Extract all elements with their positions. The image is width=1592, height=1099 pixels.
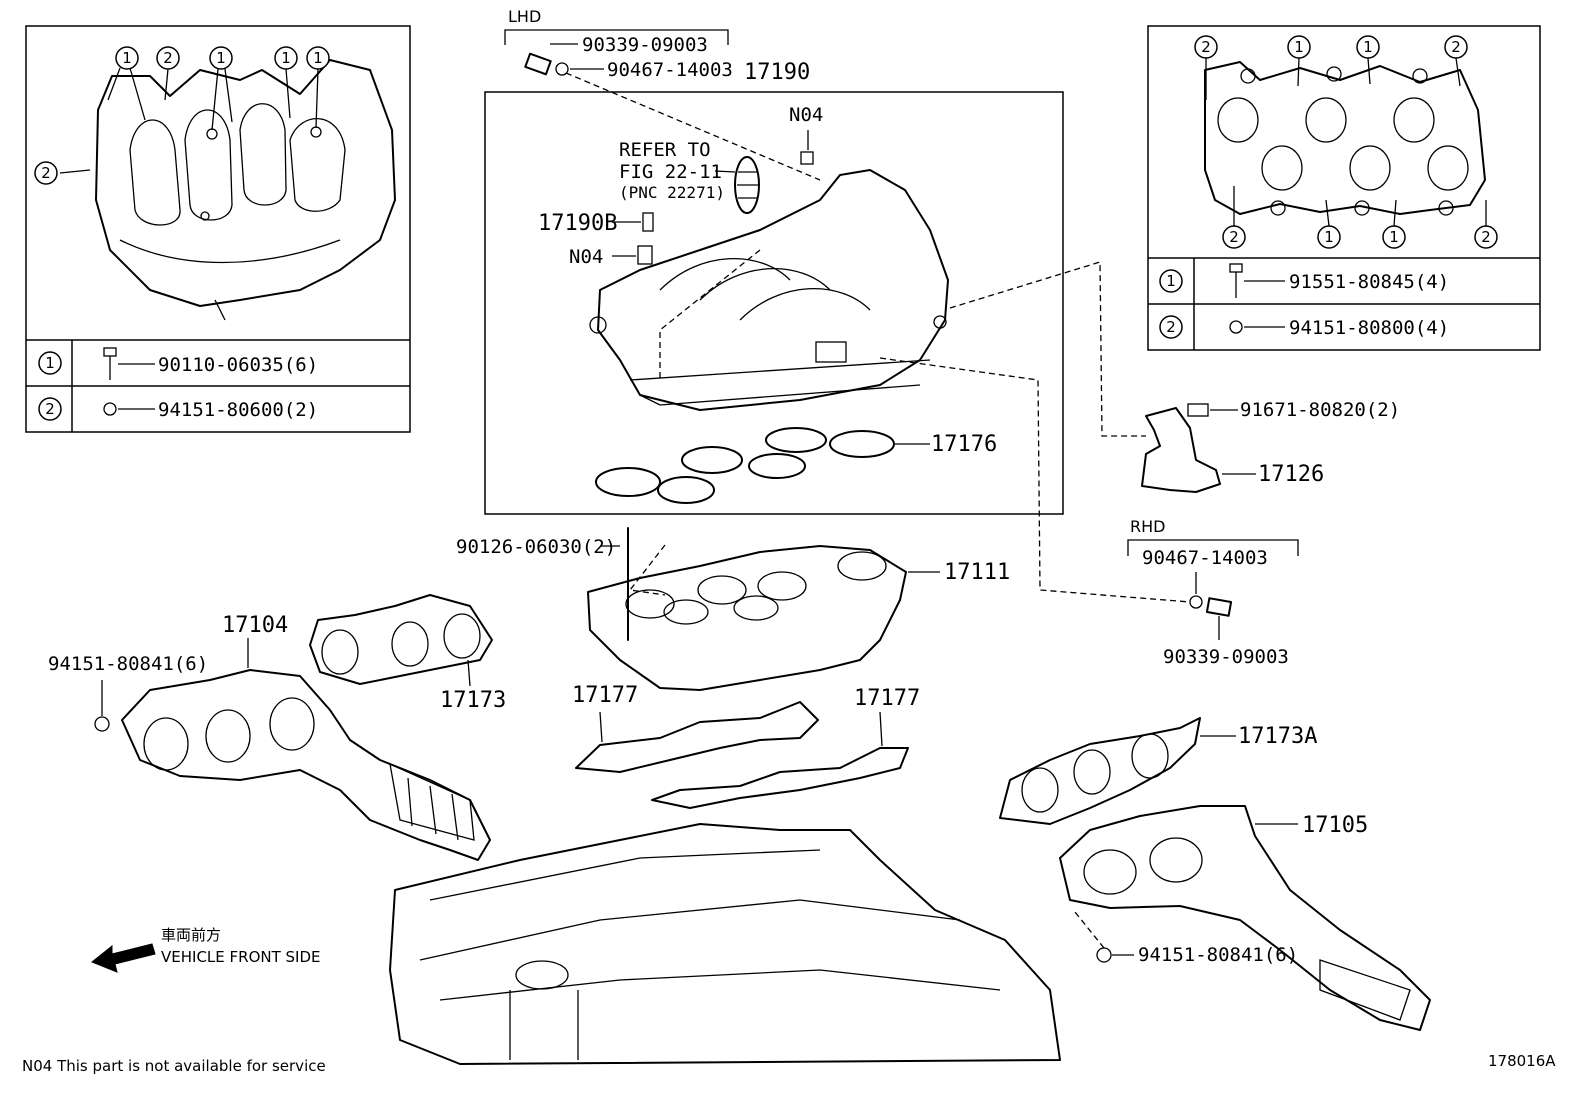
label-17173a: 17173A xyxy=(1238,724,1317,749)
label-front-en: VEHICLE FRONT SIDE xyxy=(161,948,321,966)
label-90339-rhd: 90339-09003 xyxy=(1163,646,1289,668)
label-94151-left: 94151-80841(6) xyxy=(48,653,208,675)
svg-text:2: 2 xyxy=(1201,38,1211,56)
svg-text:2: 2 xyxy=(1481,228,1491,246)
bracket-17126 xyxy=(1141,407,1221,493)
label-17190b: 17190B xyxy=(538,211,617,236)
svg-text:2: 2 xyxy=(41,164,51,182)
svg-text:2: 2 xyxy=(1166,318,1176,336)
label-front-jp: 車両前方 xyxy=(161,926,221,944)
label-17105: 17105 xyxy=(1302,813,1368,838)
label-17104: 17104 xyxy=(222,613,288,638)
right-inset-callouts: 2 1 1 2 2 1 1 2 xyxy=(1194,35,1498,249)
svg-text:91551-80845(4): 91551-80845(4) xyxy=(1289,271,1449,293)
intake-manifold-inset xyxy=(95,59,396,307)
svg-text:94151-80800(4): 94151-80800(4) xyxy=(1289,317,1449,339)
left-inset-callouts: 1 2 1 1 1 2 xyxy=(34,46,330,185)
left-legend-row-2: 2 94151-80600(2) xyxy=(38,397,318,421)
label-17177-b: 17177 xyxy=(854,686,920,711)
label-94151-right: 94151-80841(6) xyxy=(1138,944,1298,966)
exhaust-manifold-17104 xyxy=(121,669,491,861)
gasket-17177-b xyxy=(651,747,909,809)
svg-text:1: 1 xyxy=(1389,228,1399,246)
rhd-group: RHD xyxy=(1127,517,1299,640)
figure-id: 178016A xyxy=(1488,1052,1556,1070)
engine-block xyxy=(389,823,1061,1065)
svg-text:1: 1 xyxy=(45,354,55,372)
label-90126: 90126-06030(2) xyxy=(456,536,616,558)
label-17190: 17190 xyxy=(744,60,810,85)
intake-plenum-17111 xyxy=(587,545,907,691)
label-refer-3: (PNC 22271) xyxy=(619,183,725,202)
gasket-17176 xyxy=(595,427,930,504)
label-17126: 17126 xyxy=(1258,462,1324,487)
svg-text:LHD: LHD xyxy=(508,7,541,26)
label-17176: 17176 xyxy=(931,432,997,457)
svg-text:1: 1 xyxy=(1166,272,1176,290)
main-assembly-box xyxy=(484,72,1064,515)
label-17173: 17173 xyxy=(440,688,506,713)
right-legend-row-2: 2 94151-80800(4) xyxy=(1159,315,1449,339)
footnote: N04 This part is not available for servi… xyxy=(22,1057,326,1075)
vehicle-front-arrow xyxy=(91,943,156,973)
lhd-group: LHD xyxy=(504,7,729,76)
gasket-inset xyxy=(1204,61,1486,215)
label-refer-1: REFER TO xyxy=(619,139,711,161)
label-refer-2: FIG 22-11 xyxy=(619,161,722,183)
left-inset: 1 2 1 1 1 2 1 90110-06035(6) 2 xyxy=(25,25,411,433)
svg-text:RHD: RHD xyxy=(1130,517,1165,536)
label-17177-a: 17177 xyxy=(572,683,638,708)
svg-text:2: 2 xyxy=(1451,38,1461,56)
gasket-17173 xyxy=(309,594,493,685)
svg-text:1: 1 xyxy=(1324,228,1334,246)
label-90467-rhd: 90467-14003 xyxy=(1142,547,1268,569)
exhaust-manifold-17105 xyxy=(1059,805,1431,1031)
label-n04-top: N04 xyxy=(789,104,823,126)
svg-text:2: 2 xyxy=(1229,228,1239,246)
svg-text:1: 1 xyxy=(313,49,323,67)
gasket-17173a xyxy=(999,717,1201,825)
label-90339-lhd: 90339-09003 xyxy=(582,34,708,56)
right-legend-row-1: 1 91551-80845(4) xyxy=(1159,263,1449,298)
svg-text:90110-06035(6): 90110-06035(6) xyxy=(158,354,318,376)
gasket-17177-a xyxy=(575,701,819,773)
left-legend-row-1: 1 90110-06035(6) xyxy=(38,347,318,380)
svg-text:2: 2 xyxy=(163,49,173,67)
label-90467-lhd: 90467-14003 xyxy=(607,59,733,81)
intake-manifold xyxy=(597,169,949,411)
svg-text:1: 1 xyxy=(122,49,132,67)
svg-text:1: 1 xyxy=(216,49,226,67)
right-inset: 2 1 1 2 2 1 1 2 1 91551-80845(4) xyxy=(1147,25,1541,351)
label-91671: 91671-80820(2) xyxy=(1240,399,1400,421)
label-17111: 17111 xyxy=(944,560,1010,585)
svg-text:1: 1 xyxy=(1294,38,1304,56)
svg-text:1: 1 xyxy=(1363,38,1373,56)
svg-text:94151-80600(2): 94151-80600(2) xyxy=(158,399,318,421)
label-n04-mid: N04 xyxy=(569,246,603,268)
svg-text:2: 2 xyxy=(45,400,55,418)
svg-text:1: 1 xyxy=(281,49,291,67)
